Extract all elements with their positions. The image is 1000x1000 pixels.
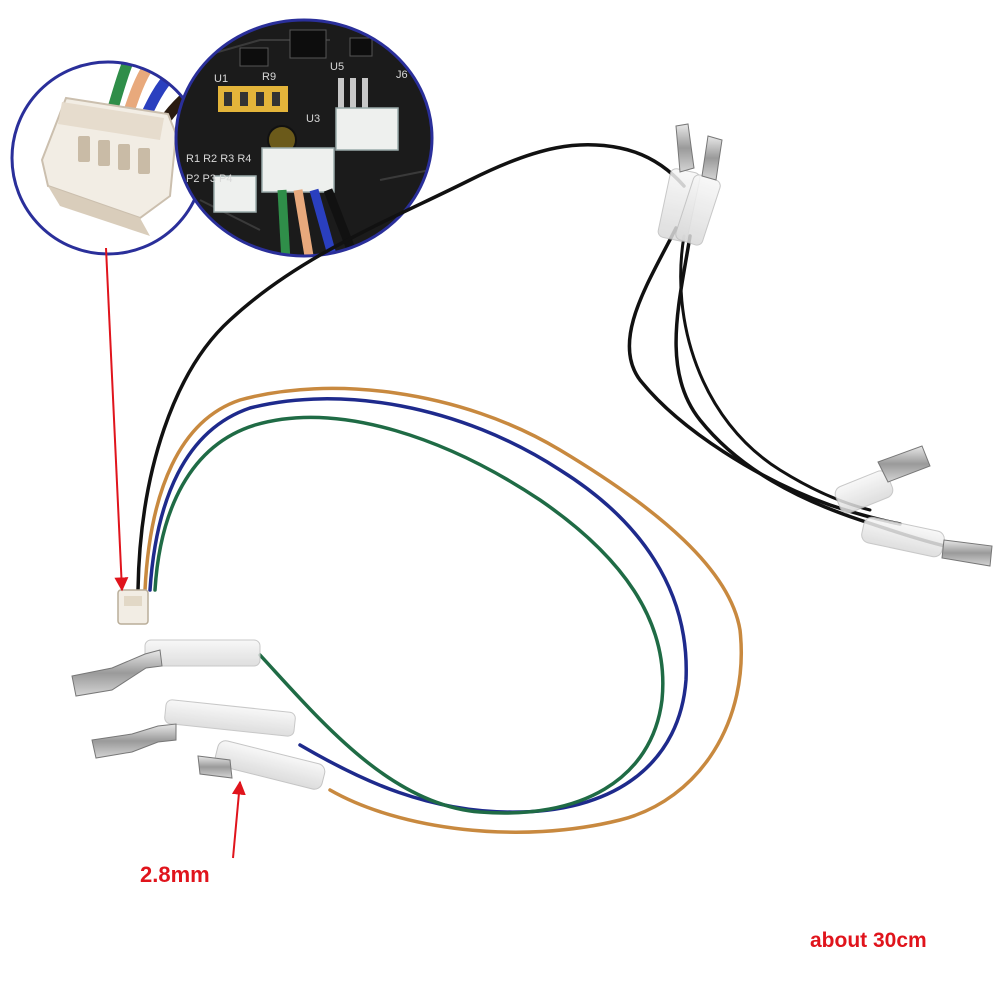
pcb-closeup-callout: R1 R2 R3 R4 P2 P3 P4 U1 U3 U5 R9 J6: [174, 18, 434, 258]
terminal-black-top-2: [675, 135, 723, 246]
green-wire: [153, 415, 665, 815]
terminal-black-right-2: [861, 516, 993, 567]
silkscreen-header-2: R1 R2 R3 R4: [186, 153, 251, 165]
terminal-orange: [197, 740, 326, 790]
connector-arrow: [105, 247, 129, 592]
silkscreen-chip-3: U5: [330, 61, 344, 73]
silkscreen-chip-4: R9: [262, 71, 276, 83]
black-wire-branch-3: [679, 234, 872, 512]
silkscreen-header-1: P2 P3 P4: [186, 173, 232, 185]
black-wire-branch-1: [627, 226, 902, 526]
terminal-blue: [91, 699, 296, 759]
black-wire: [136, 142, 686, 592]
black-wire-branch-2: [674, 234, 947, 548]
terminal-green: [71, 639, 261, 697]
connector-closeup-callout: [10, 60, 206, 256]
cable-length-label: about 30cm: [810, 929, 927, 952]
silkscreen-connector: J6: [396, 69, 408, 81]
terminal-black-right-1: [834, 445, 931, 514]
silkscreen-chip-1: U1: [214, 73, 228, 85]
jst-connector: [117, 589, 149, 625]
orange-wire: [143, 386, 743, 834]
size-arrow: [231, 780, 246, 859]
wire-harness: [136, 142, 947, 834]
terminal-size-label: 2.8mm: [140, 862, 210, 887]
silkscreen-chip-2: U3: [306, 113, 320, 125]
